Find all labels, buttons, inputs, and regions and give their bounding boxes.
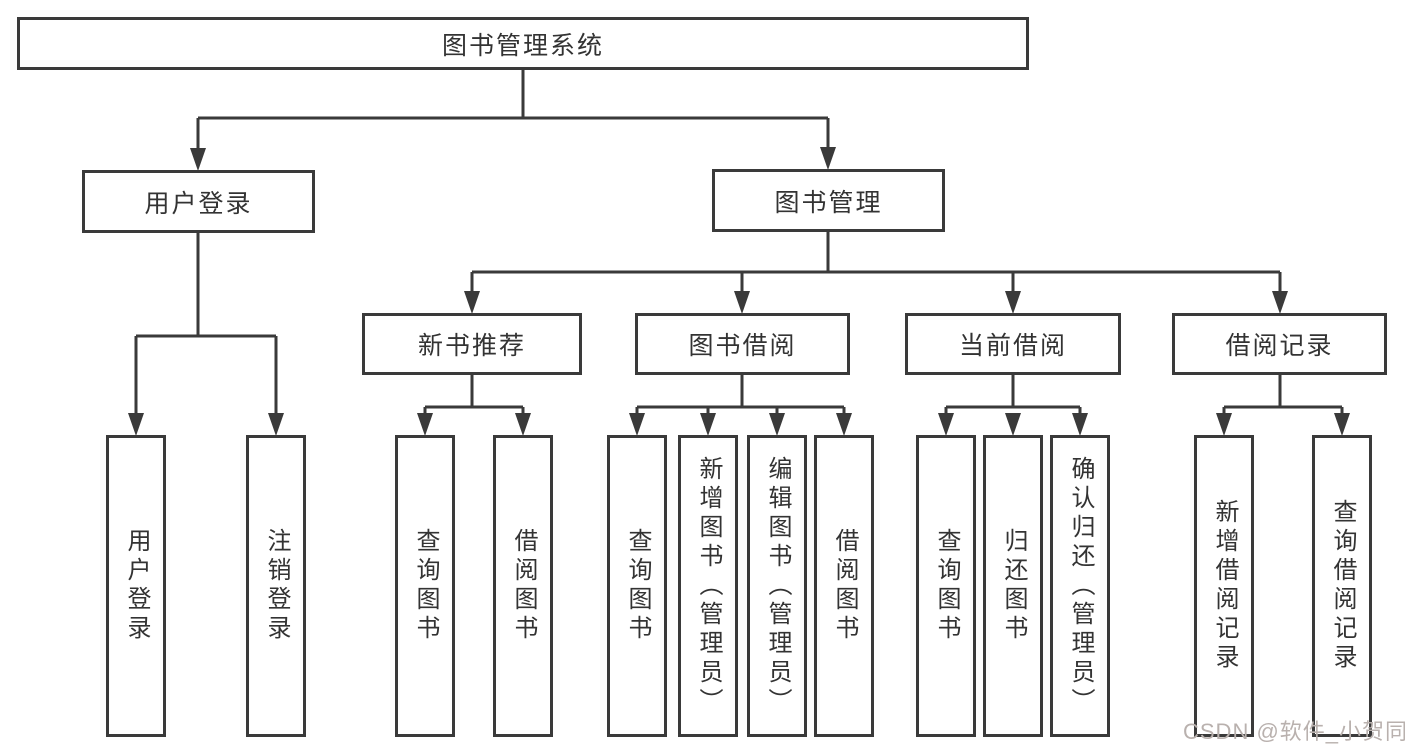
leaf-logout-label: 注销登录 [263, 528, 290, 644]
leaf-query-books-borrow: 查询图书 [607, 435, 667, 737]
node-borrow-records: 借阅记录 [1172, 313, 1387, 375]
leaf-query-borrow-record-label: 查询借阅记录 [1329, 499, 1356, 673]
leaf-add-borrow-record-label: 新增借阅记录 [1211, 499, 1238, 673]
leaf-query-books-current: 查询图书 [916, 435, 976, 737]
leaf-query-books-current-label: 查询图书 [933, 528, 960, 644]
node-book-borrow: 图书借阅 [635, 313, 850, 375]
leaf-query-borrow-record: 查询借阅记录 [1312, 435, 1372, 737]
node-new-book-recommend: 新书推荐 [362, 313, 582, 375]
node-library-management-system: 图书管理系统 [17, 17, 1029, 70]
leaf-return-books-label: 归还图书 [1000, 528, 1027, 644]
connector-strokes [134, 70, 1344, 431]
leaf-query-books-recommend-label: 查询图书 [412, 528, 439, 644]
leaf-return-books: 归还图书 [983, 435, 1043, 737]
leaf-borrow-books-label: 借阅图书 [831, 528, 858, 644]
node-book-management: 图书管理 [712, 169, 945, 232]
leaf-user-login: 用户登录 [106, 435, 166, 737]
leaf-add-books-admin: 新增图书（管理员） [678, 435, 738, 737]
leaf-add-books-admin-label: 新增图书（管理员） [695, 455, 722, 717]
watermark: CSDN @软件_小贺同学 [1183, 719, 1405, 744]
leaf-borrow-books-recommend: 借阅图书 [493, 435, 553, 737]
leaf-edit-books-admin-label: 编辑图书（管理员） [764, 455, 791, 717]
leaf-confirm-return-admin-label: 确认归还（管理员） [1067, 455, 1094, 717]
node-current-borrow: 当前借阅 [905, 313, 1121, 375]
leaf-add-borrow-record: 新增借阅记录 [1194, 435, 1254, 737]
leaf-user-login-label: 用户登录 [123, 528, 150, 644]
leaf-borrow-books: 借阅图书 [814, 435, 874, 737]
leaf-query-books-borrow-label: 查询图书 [624, 528, 651, 644]
leaf-query-books-recommend: 查询图书 [395, 435, 455, 737]
leaf-edit-books-admin: 编辑图书（管理员） [747, 435, 807, 737]
leaf-confirm-return-admin: 确认归还（管理员） [1050, 435, 1110, 737]
node-user-login: 用户登录 [82, 170, 315, 233]
leaf-borrow-books-recommend-label: 借阅图书 [510, 528, 537, 644]
leaf-logout: 注销登录 [246, 435, 306, 737]
